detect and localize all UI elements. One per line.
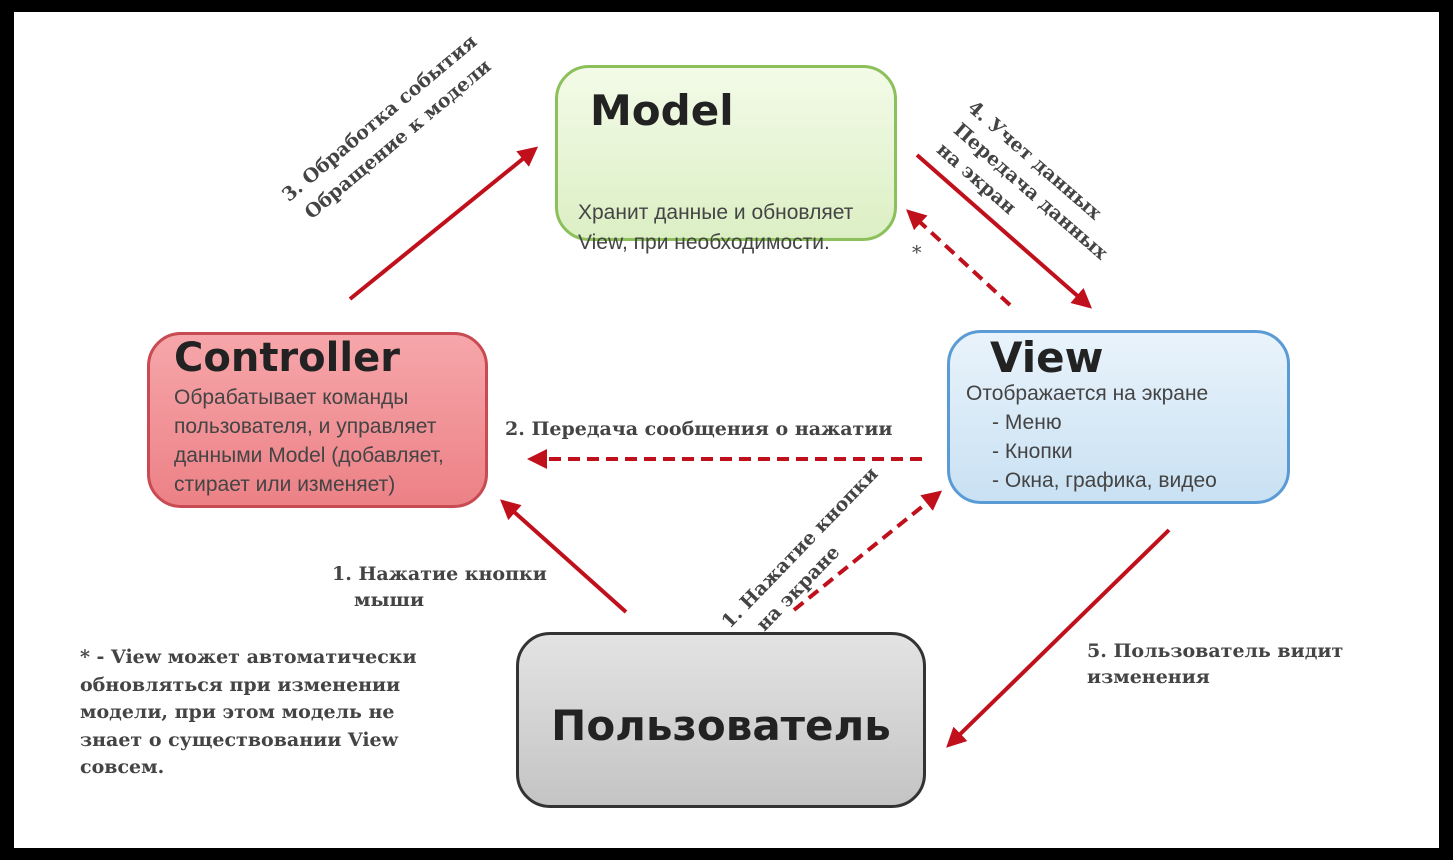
view-title: View xyxy=(990,333,1104,382)
label-step1-mouse: 1. Нажатие кнопки мыши xyxy=(332,561,547,613)
footnote-line: знает о существовании View xyxy=(80,728,398,751)
arrow-model-to-view xyxy=(915,153,1093,309)
controller-desc-line: пользователя, и управляет xyxy=(174,415,437,438)
controller-desc-line: стирает или изменяет) xyxy=(174,473,396,496)
footnote-line: * - View может автоматически xyxy=(80,646,417,668)
label-step2: 2. Передача сообщения о нажатии xyxy=(505,418,893,440)
user-node: Пользователь xyxy=(516,632,926,808)
label-step5-line: изменения xyxy=(1087,666,1210,688)
model-desc-line: Хранит данные и обновляет xyxy=(578,201,854,224)
footnote-line: модели, при этом модель не xyxy=(80,701,395,723)
footnote-line: обновляться при изменении xyxy=(80,673,401,696)
model-title: Model xyxy=(590,86,734,135)
mvc-diagram: Model Хранит данные и обновляет View, пр… xyxy=(14,12,1439,848)
view-desc-line: Отображается на экране xyxy=(966,382,1209,405)
view-node: View Отображается на экране - Меню - Кно… xyxy=(947,330,1290,504)
controller-title: Controller xyxy=(174,335,400,381)
footnote-line: совсем. xyxy=(80,756,165,778)
arrows-layer xyxy=(348,146,1171,748)
arrow-controller-to-model xyxy=(348,146,539,301)
model-desc-line: View, при необходимости. xyxy=(578,231,830,254)
model-description: Хранит данные и обновляет View, при необ… xyxy=(578,198,898,258)
arrow-view-to-model-dashed xyxy=(906,209,1012,307)
controller-desc-line: данными Model (добавляет, xyxy=(174,444,444,467)
footnote: * - View может автоматически обновляться… xyxy=(80,644,417,782)
user-title: Пользователь xyxy=(551,701,891,750)
view-list-item: - Кнопки xyxy=(992,440,1073,463)
view-list-item: - Окна, графика, видео xyxy=(992,469,1217,492)
label-step1-mouse-line: 1. Нажатие кнопки xyxy=(332,563,547,585)
view-description: Отображается на экране - Меню - Кнопки -… xyxy=(966,379,1286,495)
arrow-user-to-controller xyxy=(500,499,628,614)
label-asterisk: * xyxy=(912,242,922,264)
controller-desc-line: Обрабатывает команды xyxy=(174,386,409,409)
arrow-user-to-view-dashed xyxy=(792,490,943,612)
label-step3-anchor xyxy=(279,297,289,307)
view-list-item: - Меню xyxy=(992,411,1062,434)
arrow-view-to-user xyxy=(946,528,1171,748)
controller-description: Обрабатывает команды пользователя, и упр… xyxy=(174,383,494,499)
label-step1-mouse-line: мыши xyxy=(354,589,425,611)
model-node: Model Хранит данные и обновляет View, пр… xyxy=(555,65,897,254)
label-step5-line: 5. Пользователь видит xyxy=(1087,640,1344,662)
controller-node: Controller Обрабатывает команды пользова… xyxy=(147,332,488,508)
label-step5: 5. Пользователь видит изменения xyxy=(1087,638,1343,690)
